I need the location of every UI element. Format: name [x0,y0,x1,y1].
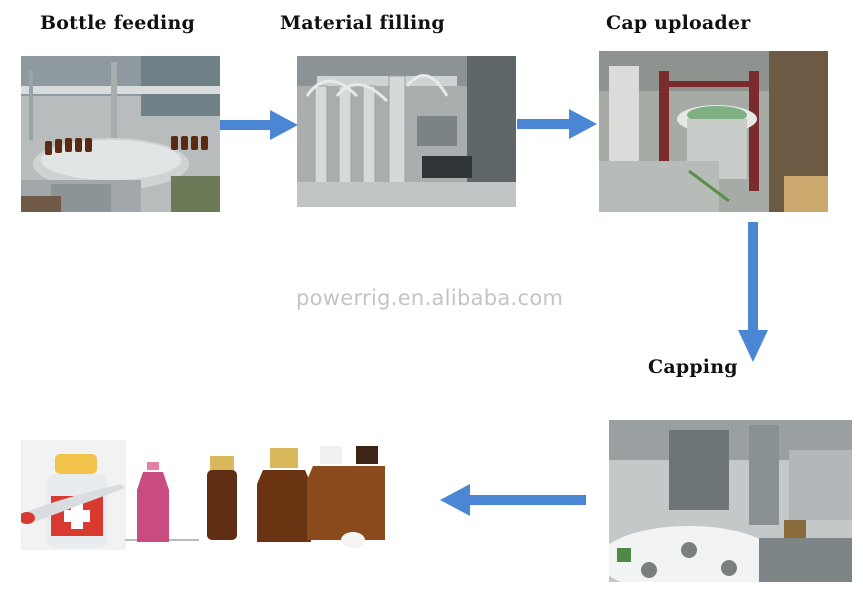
finished-products-photo [21,440,386,550]
arrow-icon [517,109,597,139]
bottle-feeding-photo [21,56,220,212]
cap-uploader-photo [599,51,828,212]
arrow-icon [440,484,586,516]
watermark: powerrig.en.alibaba.com [296,286,564,310]
step-label-cap-uploader: Cap uploader [606,12,751,34]
step-label-bottle-feeding: Bottle feeding [40,12,195,34]
material-filling-photo [297,56,516,207]
arrow-icon [220,110,298,140]
arrow-icon [738,222,768,362]
capping-photo [609,420,852,582]
step-label-material-filling: Material filling [280,12,445,34]
step-label-capping: Capping [648,356,738,378]
